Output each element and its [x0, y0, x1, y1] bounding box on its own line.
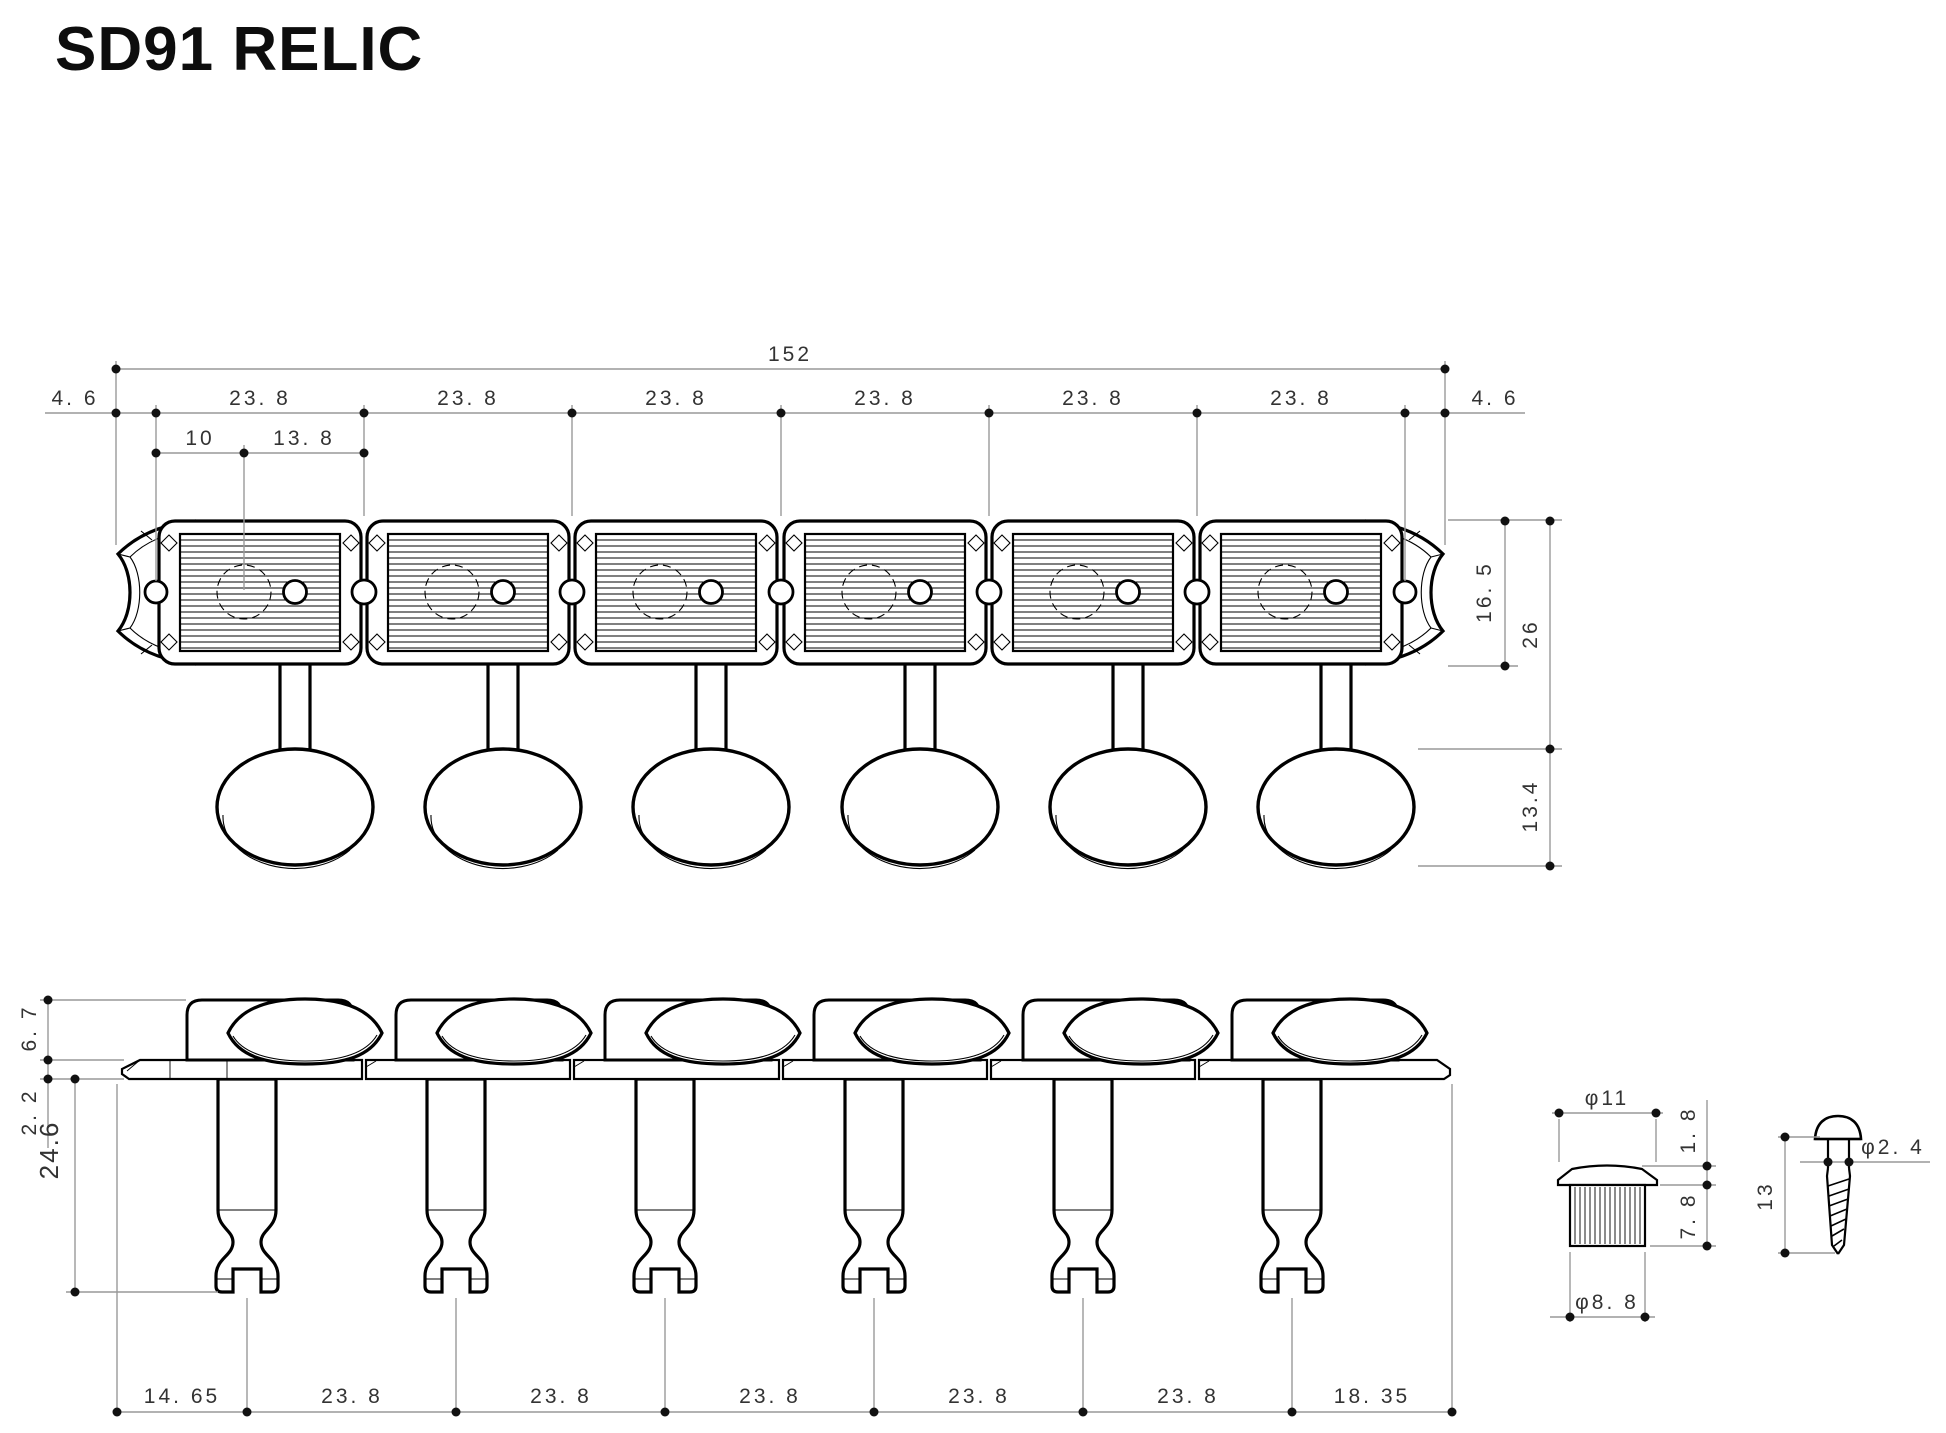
- dim-spacing: 23. 8: [645, 387, 707, 410]
- dim-button-above-plate: 6. 7: [18, 1004, 41, 1051]
- top-view: [115, 519, 1446, 871]
- screw-threads: [1827, 1178, 1850, 1247]
- dim-end-offset-right: 4. 6: [1471, 387, 1518, 410]
- dim-post-spacing: 23. 8: [321, 1385, 383, 1408]
- dim-spacing: 23. 8: [1062, 387, 1124, 410]
- dim-plate-thickness: 2. 2: [18, 1088, 41, 1135]
- side-view-dimensions: 6. 7 2. 2 24.6 14. 65 23. 8 23. 8 23. 8 …: [18, 995, 1457, 1417]
- dim-end-offset-left: 4. 6: [51, 387, 98, 410]
- dim-bushing-body-height: 7. 8: [1677, 1192, 1700, 1239]
- screw-detail: φ2. 4 13: [1754, 1114, 1930, 1258]
- dim-bushing-head-height: 1. 8: [1677, 1106, 1700, 1153]
- dim-screw-shaft-dia: φ2. 4: [1861, 1136, 1925, 1159]
- dim-hole-to-gear: 10: [185, 427, 214, 450]
- dim-plate-height: 16. 5: [1473, 561, 1496, 623]
- dim-post-spacing: 23. 8: [1157, 1385, 1219, 1408]
- dim-screw-length: 13: [1754, 1181, 1777, 1210]
- bushing-flange: [1556, 1164, 1659, 1187]
- mount-screw-hole: [143, 579, 169, 605]
- screw-thread-body: [1825, 1167, 1852, 1255]
- dim-spacing: 23. 8: [1270, 387, 1332, 410]
- dim-bushing-head-dia: φ11: [1585, 1087, 1629, 1110]
- mount-screw-hole: [975, 578, 1003, 606]
- mount-screw-hole: [1392, 579, 1418, 605]
- bushing-knurl: [1574, 1187, 1641, 1244]
- bushing-detail: φ11 1. 8 7. 8 φ8. 8: [1550, 1087, 1716, 1322]
- top-view-dimensions: 152 4. 6 23. 8 23. 8 23. 8 23. 8 23. 8 2…: [45, 343, 1562, 871]
- dim-post-length: 24.6: [34, 1121, 64, 1180]
- dim-post-spacing: 23. 8: [530, 1385, 592, 1408]
- dim-spacing: 23. 8: [854, 387, 916, 410]
- dim-overall-width: 152: [768, 343, 812, 366]
- mount-screw-hole: [350, 578, 378, 606]
- dim-post-spacing: 23. 8: [948, 1385, 1010, 1408]
- dim-button-offset: 26: [1519, 619, 1542, 648]
- mount-screw-hole: [1183, 578, 1211, 606]
- dim-spacing: 23. 8: [229, 387, 291, 410]
- dim-gear-to-post: 13. 8: [273, 427, 335, 450]
- side-view: [120, 997, 1452, 1294]
- bushing-body: [1568, 1183, 1647, 1248]
- mount-screw-hole: [558, 578, 586, 606]
- mount-screw-hole: [767, 578, 795, 606]
- dim-button-width: 13.4: [1519, 780, 1542, 833]
- dim-post-to-edge: 18. 35: [1334, 1385, 1410, 1408]
- dim-post-spacing: 23. 8: [739, 1385, 801, 1408]
- dim-spacing: 23. 8: [437, 387, 499, 410]
- drawing-title: SD91 RELIC: [55, 15, 423, 84]
- dim-edge-to-post: 14. 65: [144, 1385, 220, 1408]
- dim-bushing-body-dia: φ8. 8: [1575, 1291, 1639, 1314]
- screw-head: [1813, 1114, 1863, 1141]
